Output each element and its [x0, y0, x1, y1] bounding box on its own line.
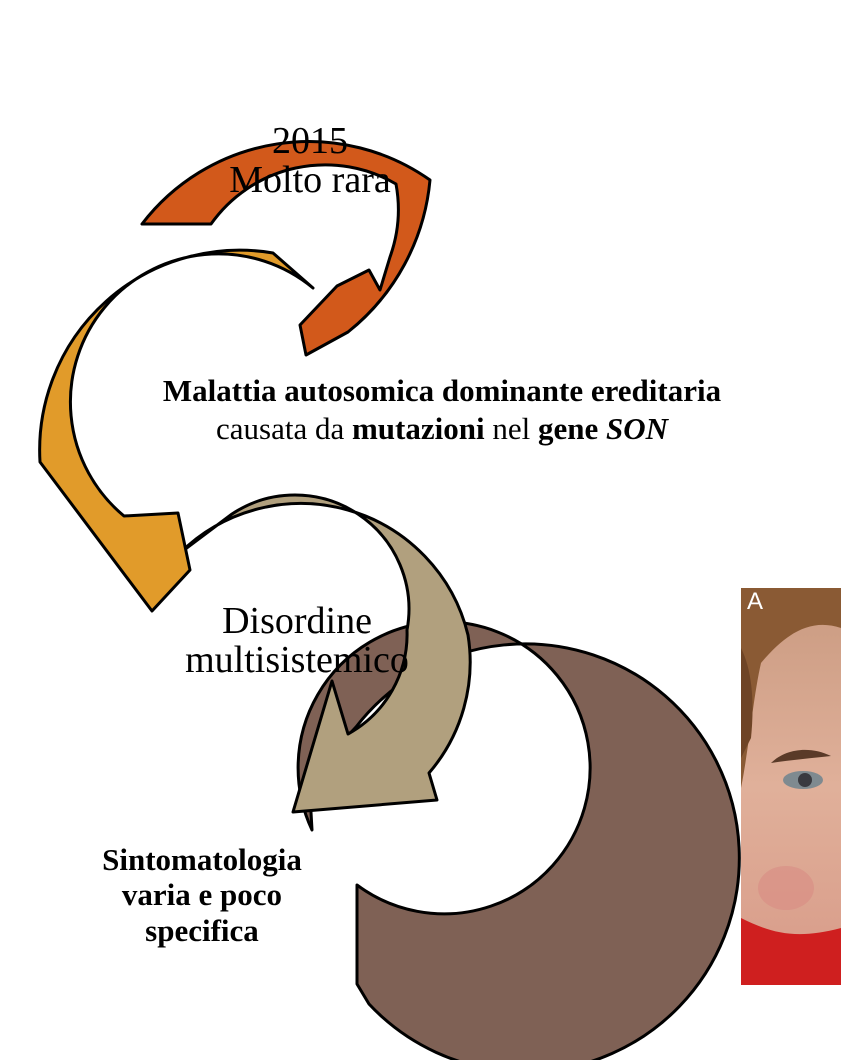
arrow-1-arc [140, 140, 432, 357]
step-4-line-3: specifica [145, 912, 259, 948]
cause-mutations: mutazioni [351, 410, 485, 446]
step-2-heading: Malattia autosomica dominante ereditaria [162, 373, 722, 408]
cause-gene: gene [537, 410, 606, 446]
step-4-line-2: varia e poco [121, 877, 283, 913]
photo-panel-letter: A [747, 588, 764, 615]
step-1-text: 2015 Molto rara [190, 122, 430, 200]
step-1-rarity: Molto rara [229, 158, 391, 201]
step-3-line-2: multisistemico [185, 638, 409, 681]
arrow-4-ring [296, 620, 741, 1060]
step-3-text: Disordine multisistemico [162, 602, 432, 680]
cause-connector: nel [484, 410, 538, 446]
patient-photo-image [741, 588, 841, 985]
step-1-year: 2015 [272, 120, 348, 162]
cause-prefix: causata da [215, 410, 352, 446]
step-2-cause: causata da mutazioni nel gene SON [42, 410, 841, 448]
cause-gene-name: SON [605, 410, 668, 446]
step-3-line-1: Disordine [222, 600, 372, 642]
step-4-text: Sintomatologia varia e poco specifica [52, 842, 352, 948]
arrow-2-arc [38, 248, 315, 613]
arrow-3-arc [178, 493, 472, 814]
step-4-line-1: Sintomatologia [102, 842, 302, 877]
patient-photo: A [741, 588, 841, 985]
step-2-text: Malattia autosomica dominante ereditaria… [42, 372, 841, 448]
